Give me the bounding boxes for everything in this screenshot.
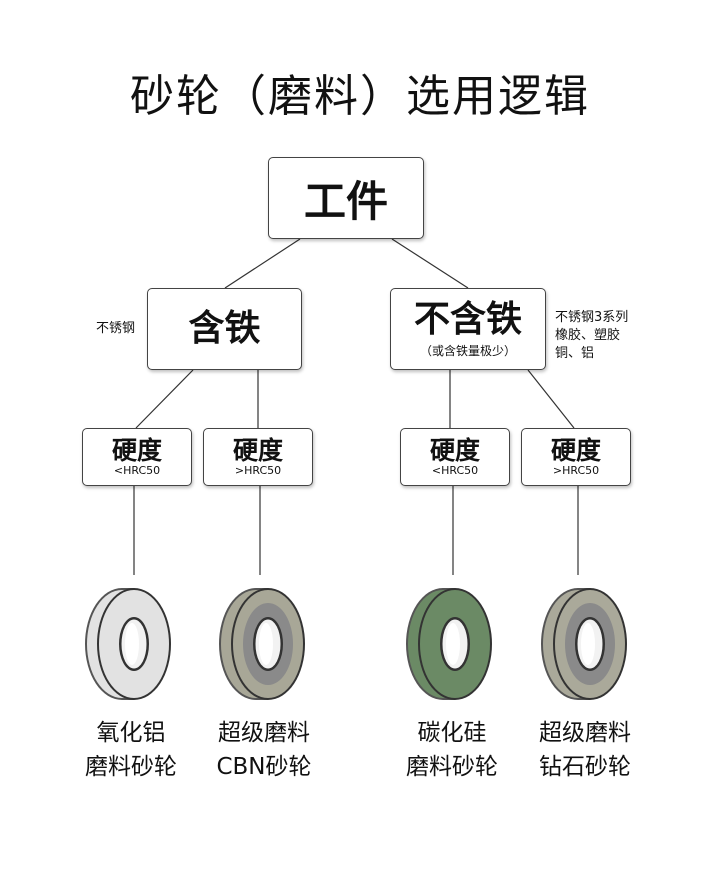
page-title: 砂轮（磨料）选用逻辑	[130, 71, 590, 122]
hardness-label: 硬度	[429, 436, 480, 465]
hardness-node: 硬度 >HRC50	[521, 428, 631, 486]
ferrous-label: 含铁	[188, 308, 261, 349]
ferrous-node: 含铁	[147, 288, 302, 370]
grinding-wheel-icon	[541, 588, 627, 700]
hardness-threshold: >HRC50	[234, 464, 282, 477]
hardness-label: 硬度	[232, 436, 283, 465]
wheel-label-line: 氧化铝	[96, 720, 166, 746]
wheel-label-line: 碳化硅	[417, 720, 487, 746]
connector-right-h4	[527, 369, 575, 429]
non-ferrous-note-line: 铜、铝	[555, 346, 595, 361]
wheel-label-line: CBN砂轮	[216, 754, 312, 780]
workpiece-node: 工件	[268, 157, 424, 239]
connector-root-right	[391, 238, 469, 289]
hardness-node: 硬度 >HRC50	[203, 428, 313, 486]
hardness-node: 硬度 <HRC50	[82, 428, 192, 486]
non-ferrous-note: 不锈钢3系列 橡胶、塑胶 铜、铝	[555, 309, 628, 363]
wheel-label-line: 超级磨料	[218, 720, 310, 746]
hardness-threshold: <HRC50	[431, 464, 479, 477]
connector-left-h1	[135, 369, 194, 429]
hardness-label: 硬度	[111, 436, 162, 465]
non-ferrous-label: 不含铁	[413, 298, 522, 340]
non-ferrous-note-line: 橡胶、塑胶	[555, 328, 621, 343]
workpiece-label: 工件	[303, 176, 388, 226]
connector-root-left	[224, 238, 301, 289]
wheel-label: 碳化硅 磨料砂轮	[377, 716, 527, 784]
hardness-threshold: <HRC50	[113, 464, 161, 477]
wheel-label-line: 磨料砂轮	[406, 754, 498, 780]
wheel-label: 超级磨料 钻石砂轮	[510, 716, 660, 784]
hardness-threshold: >HRC50	[552, 464, 600, 477]
wheel-label: 超级磨料 CBN砂轮	[189, 716, 339, 784]
grinding-wheel-icon	[406, 588, 492, 700]
non-ferrous-node: 不含铁 （或含铁量极少）	[390, 288, 546, 370]
grinding-wheel-icon	[85, 588, 171, 700]
wheel-label-line: 磨料砂轮	[85, 754, 177, 780]
ferrous-note: 不锈钢	[96, 321, 136, 336]
non-ferrous-sublabel: （或含铁量极少）	[419, 343, 516, 358]
grinding-wheel-icon	[219, 588, 305, 700]
hardness-node: 硬度 <HRC50	[400, 428, 510, 486]
hardness-label: 硬度	[550, 436, 601, 465]
wheel-label-line: 超级磨料	[539, 720, 631, 746]
wheel-label-line: 钻石砂轮	[539, 754, 631, 780]
non-ferrous-note-line: 不锈钢3系列	[555, 310, 629, 325]
wheel-label: 氧化铝 磨料砂轮	[56, 716, 206, 784]
